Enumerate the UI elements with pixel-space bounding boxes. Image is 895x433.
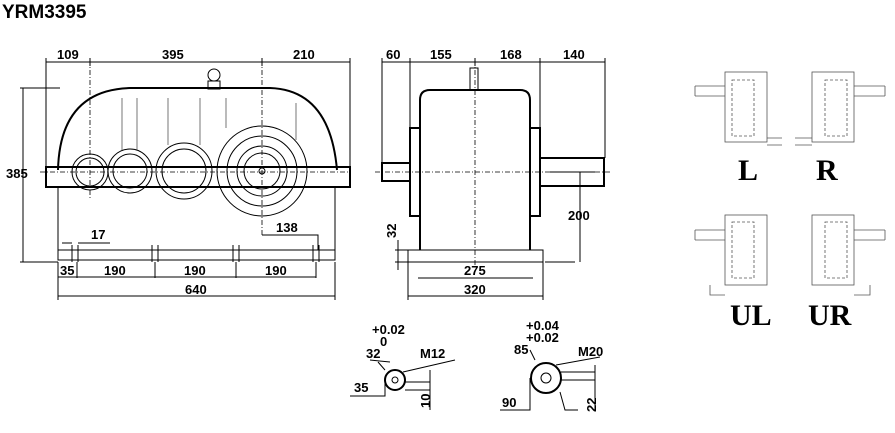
output-diameter: 85 bbox=[514, 342, 528, 357]
output-shaft-detail: +0.04 +0.02 85 M20 90 22 bbox=[500, 318, 603, 412]
input-shaft-detail: +0.02 0 32 M12 35 10 bbox=[350, 322, 456, 410]
front-view: 109 395 210 385 17 138 35 190 190 190 64… bbox=[6, 47, 351, 300]
input-tol-lower: 0 bbox=[380, 334, 387, 349]
label-R: R bbox=[816, 154, 838, 187]
arrangement-L: L bbox=[694, 71, 782, 187]
dim-395: 395 bbox=[162, 47, 184, 62]
dim-275: 275 bbox=[464, 263, 486, 278]
dim-109: 109 bbox=[57, 47, 79, 62]
side-view: 60 155 168 140 32 200 275 320 bbox=[375, 47, 612, 300]
input-key: 10 bbox=[418, 394, 433, 408]
dim-140: 140 bbox=[563, 47, 585, 62]
label-UL: UL bbox=[730, 299, 772, 332]
dim-640: 640 bbox=[185, 282, 207, 297]
dim-190-1: 190 bbox=[104, 263, 126, 278]
output-key: 22 bbox=[584, 398, 599, 412]
dim-200: 200 bbox=[568, 208, 590, 223]
arrangement-R: R bbox=[795, 71, 886, 187]
output-height: 90 bbox=[502, 395, 516, 410]
output-thread: M20 bbox=[578, 344, 603, 359]
arrangement-UR: UR bbox=[808, 214, 886, 332]
dim-190-2: 190 bbox=[184, 263, 206, 278]
dim-190-3: 190 bbox=[265, 263, 287, 278]
dim-385: 385 bbox=[6, 166, 28, 181]
dim-320: 320 bbox=[464, 282, 486, 297]
arrangement-UL: UL bbox=[694, 214, 772, 332]
label-L: L bbox=[738, 154, 758, 187]
dim-60: 60 bbox=[386, 47, 400, 62]
dim-155: 155 bbox=[430, 47, 452, 62]
dim-138: 138 bbox=[276, 220, 298, 235]
model-title: YRM3395 bbox=[2, 2, 87, 23]
input-thread: M12 bbox=[420, 346, 445, 361]
dim-210: 210 bbox=[293, 47, 315, 62]
input-tol-upper: +0.02 bbox=[372, 322, 405, 337]
output-tol-lower: +0.02 bbox=[526, 330, 559, 345]
output-tol-upper: +0.04 bbox=[526, 318, 560, 333]
dim-168: 168 bbox=[500, 47, 522, 62]
input-diameter: 32 bbox=[366, 346, 380, 361]
input-height: 35 bbox=[354, 380, 368, 395]
dim-17: 17 bbox=[91, 227, 105, 242]
dim-35: 35 bbox=[60, 263, 74, 278]
label-UR: UR bbox=[808, 299, 852, 332]
dim-32: 32 bbox=[384, 224, 399, 238]
